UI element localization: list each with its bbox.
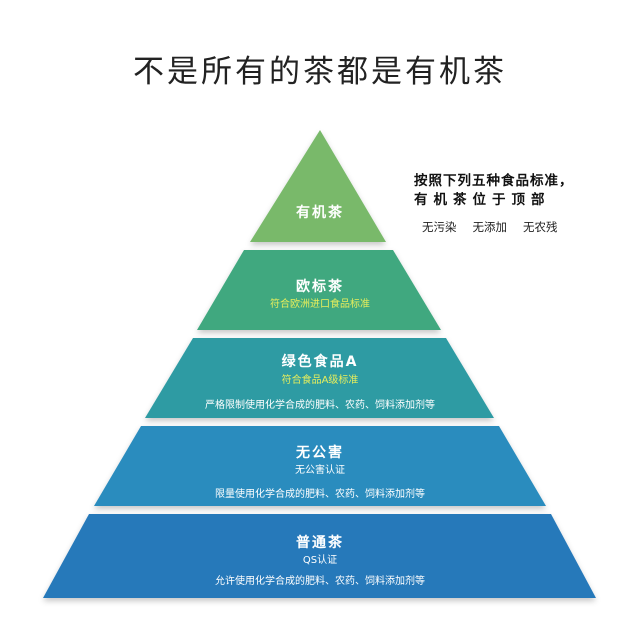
pyramid-tier-organic [250, 130, 386, 242]
tier-green-food-a-title: 绿色食品A [281, 354, 359, 370]
tier-pollution-free-note: 限量使用化学合成的肥料、农药、饲料添加剂等 [215, 489, 425, 500]
criteria-no-additives: 无添加 [472, 220, 508, 234]
pyramid-tier-green-food-a [145, 338, 494, 418]
tier-ordinary-subtitle: QS认证 [302, 555, 338, 566]
standards-note: 按照下列五种食品标准， 有机茶位于顶部 无污染 无添加 无农残 [414, 172, 614, 235]
tier-pollution-free-title: 无公害 [296, 445, 344, 461]
tier-ordinary-note: 允许使用化学合成的肥料、农药、饲料添加剂等 [215, 576, 425, 587]
criteria-no-pesticide-residue: 无农残 [523, 220, 558, 234]
tier-pollution-free-subtitle: 无公害认证 [295, 465, 345, 476]
tier-green-food-a-subtitle: 符合食品A级标准 [281, 375, 359, 386]
tier-eu-standard-subtitle: 符合欧洲进口食品标准 [270, 299, 370, 310]
pyramid-tier-pollution-free [94, 426, 546, 506]
tier-ordinary-title: 普通茶 [296, 535, 344, 551]
tier-eu-standard-title: 欧标茶 [296, 279, 344, 295]
tier-green-food-a-note: 严格限制使用化学合成的肥料、农药、饲料添加剂等 [205, 400, 435, 411]
standards-note-line-2: 有机茶位于顶部 [414, 192, 551, 208]
pyramid-tier-ordinary [43, 514, 596, 598]
criteria-no-pollution: 无污染 [422, 220, 457, 234]
page-title: 不是所有的茶都是有机茶 [133, 54, 507, 90]
pyramid-tier-eu-standard [197, 250, 441, 330]
tier-organic-title: 有机茶 [296, 205, 344, 221]
standards-note-line-1: 按照下列五种食品标准， [414, 173, 574, 189]
criteria-list: 无污染 无添加 无农残 [422, 219, 614, 235]
